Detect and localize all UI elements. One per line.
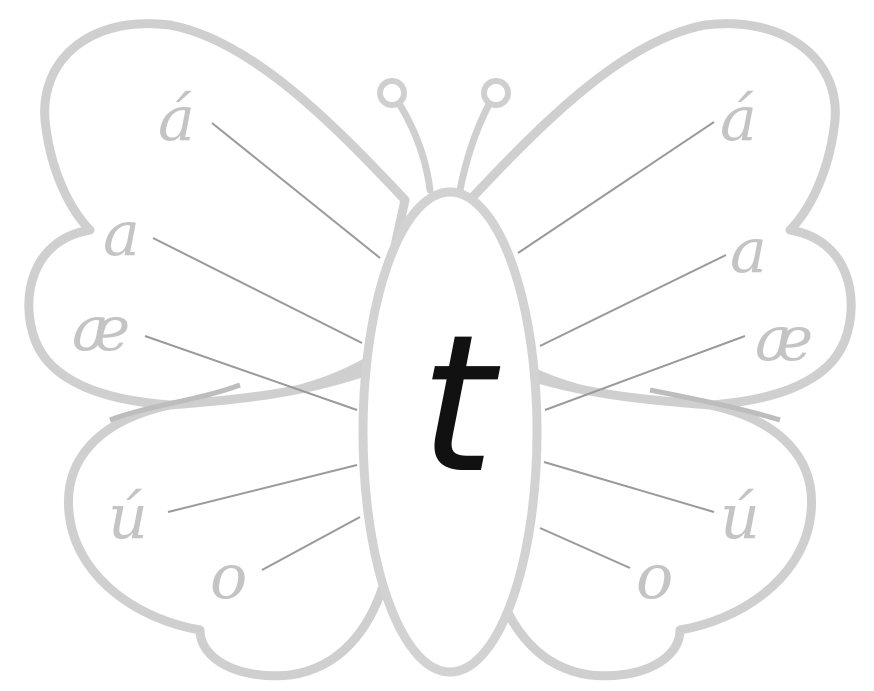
left-antenna xyxy=(395,97,430,190)
center-letter: t xyxy=(420,294,501,515)
right-vowel-1: á xyxy=(720,82,757,155)
left-vowel-5: o xyxy=(210,540,247,613)
antennae xyxy=(380,81,508,190)
right-antenna-tip xyxy=(484,81,508,105)
left-vowel-4: ú xyxy=(108,480,148,553)
left-vowel-2: a xyxy=(103,197,140,270)
left-antenna-tip xyxy=(380,81,404,105)
right-vowel-2: a xyxy=(730,214,767,287)
left-vowel-3: æ xyxy=(72,292,130,365)
right-vowel-3: æ xyxy=(755,302,813,375)
left-vowel-1: á xyxy=(158,82,195,155)
right-vowel-5: o xyxy=(636,540,673,613)
right-vowel-4: ú xyxy=(720,480,760,553)
